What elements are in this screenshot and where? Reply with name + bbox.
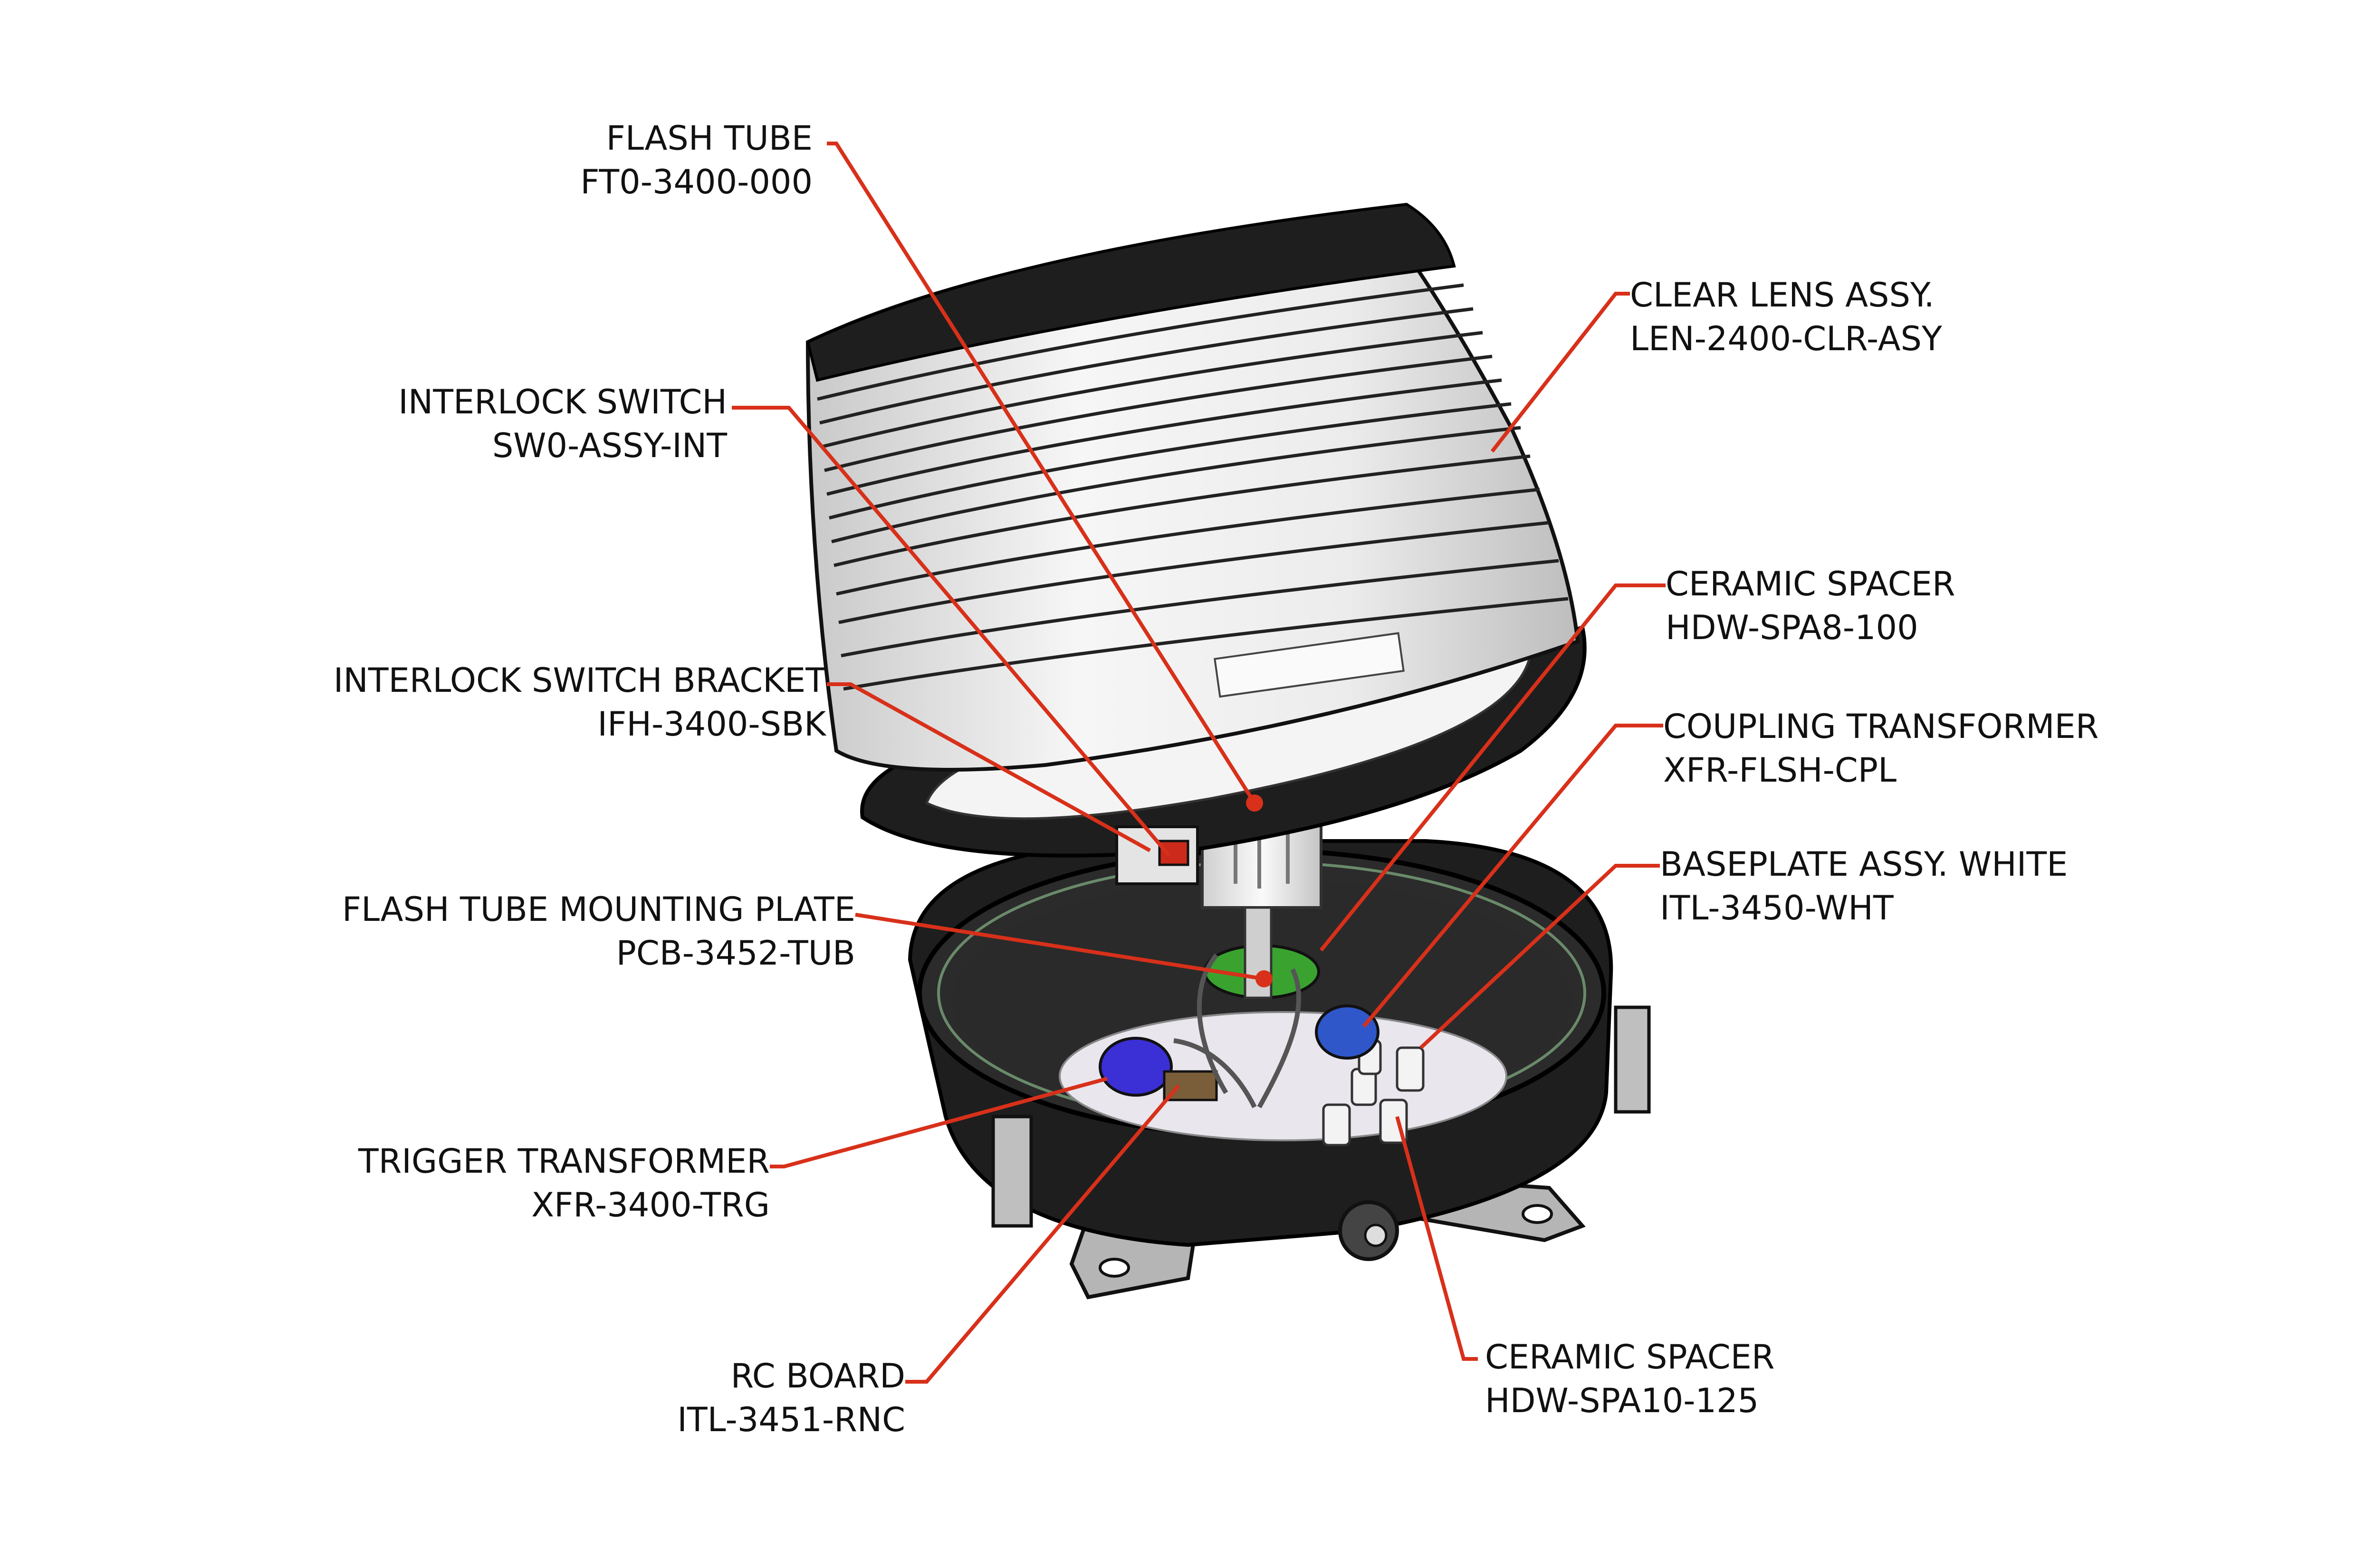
callout-part-number: XFR-FLSH-CPL — [1663, 751, 1897, 790]
callout-name: COUPLING TRANSFORMER — [1663, 707, 2099, 746]
leader-rc-board — [905, 1084, 1180, 1384]
callout-part-number: IFH-3400-SBK — [597, 705, 826, 744]
fresnel-ridge — [829, 402, 1512, 520]
base-assembly — [908, 839, 1651, 1300]
callout-part-number: LEN-2400-CLR-ASY — [1630, 319, 1942, 358]
leader-interlock-switch — [732, 406, 1171, 857]
callout-interlock-switch: INTERLOCK SWITCH SW0-ASSY-INT — [398, 380, 727, 468]
fresnel-ridge — [843, 597, 1569, 691]
callout-name: CERAMIC SPACER — [1485, 1338, 1775, 1377]
callout-part-number: HDW-SPA10-125 — [1485, 1381, 1759, 1420]
fresnel-ridge — [826, 378, 1502, 496]
callout-flash-tube: FLASH TUBE FT0-3400-000 — [580, 116, 813, 204]
fresnel-ridge — [841, 559, 1559, 658]
leader-ceramic-spacer-bottom — [1395, 1116, 1478, 1361]
callout-name: CERAMIC SPACER — [1666, 564, 1955, 603]
callout-trigger-transformer: TRIGGER TRANSFORMER XFR-3400-TRG — [358, 1139, 770, 1227]
callout-part-number: ITL-3451-RNC — [677, 1400, 905, 1439]
fresnel-ridge — [824, 354, 1493, 472]
callout-rc-board: RC BOARD ITL-3451-RNC — [677, 1354, 905, 1442]
leader-flash-tube — [827, 142, 1256, 804]
callout-part-number: ITL-3450-WHT — [1660, 889, 1894, 927]
callout-name: FLASH TUBE — [606, 119, 813, 158]
cable-gland-hole — [1364, 1224, 1388, 1247]
callout-name: BASEPLATE ASSY. WHITE — [1660, 845, 2068, 884]
rc-board — [1163, 1070, 1218, 1101]
ceramic-spacer — [1322, 1103, 1351, 1147]
callout-flash-tube-mounting-plate: FLASH TUBE MOUNTING PLATE PCB-3452-TUB — [342, 888, 855, 975]
callout-part-number: HDW-SPA8-100 — [1666, 608, 1918, 647]
latch-left — [991, 1115, 1033, 1228]
leader-mounting-plate — [855, 913, 1265, 981]
trigger-transformer — [1099, 1037, 1173, 1097]
fresnel-ridge — [817, 283, 1464, 401]
callout-name: FLASH TUBE MOUNTING PLATE — [342, 890, 855, 929]
leader-ceramic-spacer-top — [1319, 583, 1666, 952]
warning-label — [1214, 632, 1405, 698]
callout-baseplate-assy: BASEPLATE ASSY. WHITE ITL-3450-WHT — [1660, 842, 2068, 930]
leader-baseplate — [1419, 864, 1660, 1049]
callout-ceramic-spacer-top: CERAMIC SPACER HDW-SPA8-100 — [1666, 562, 1955, 650]
callout-part-number: FT0-3400-000 — [580, 163, 813, 201]
ceramic-spacer — [1396, 1046, 1425, 1092]
leader-dot — [1246, 794, 1263, 812]
lens-top-ring — [806, 202, 1456, 382]
callout-interlock-switch-bracket: INTERLOCK SWITCH BRACKET IFH-3400-SBK — [334, 659, 826, 746]
callout-clear-lens-assy: CLEAR LENS ASSY. LEN-2400-CLR-ASY — [1630, 273, 1942, 361]
foot-hole-left — [1099, 1258, 1130, 1278]
lens-fresnel-ridges — [817, 283, 1569, 691]
fresnel-ridge — [822, 331, 1483, 449]
fresnel-ridge — [838, 521, 1550, 624]
leader-dot — [1255, 970, 1273, 987]
leader-coupling-transformer — [1362, 724, 1663, 1028]
callout-name: RC BOARD — [730, 1357, 905, 1396]
clear-lens-assembly — [805, 202, 1587, 885]
fresnel-ridge — [819, 307, 1474, 425]
fresnel-ridge — [836, 488, 1540, 596]
leader-trigger-transformer — [770, 1077, 1108, 1168]
leader-dots — [1246, 794, 1273, 987]
fresnel-ridge — [831, 426, 1521, 544]
ceramic-spacers — [1322, 1039, 1425, 1147]
callout-name: INTERLOCK SWITCH BRACKET — [333, 661, 826, 700]
foot-hole-right — [1522, 1204, 1553, 1224]
coupling-transformer — [1315, 1004, 1380, 1060]
callout-part-number: PCB-3452-TUB — [616, 934, 855, 973]
callout-name: TRIGGER TRANSFORMER — [358, 1142, 770, 1181]
callout-part-number: SW0-ASSY-INT — [492, 426, 727, 465]
callout-name: CLEAR LENS ASSY. — [1630, 276, 1935, 315]
callout-coupling-transformer: COUPLING TRANSFORMER XFR-FLSH-CPL — [1663, 705, 2098, 792]
callout-part-number: XFR-3400-TRG — [531, 1186, 770, 1224]
callout-name: INTERLOCK SWITCH — [398, 382, 727, 421]
interlock-switch — [1158, 840, 1189, 866]
leader-clear-lens — [1490, 292, 1630, 453]
latch-right — [1614, 1005, 1651, 1114]
callout-ceramic-spacer-bottom: CERAMIC SPACER HDW-SPA10-125 — [1485, 1335, 1775, 1423]
fresnel-ridge — [834, 454, 1531, 567]
leader-lines — [732, 142, 1666, 1384]
leader-interlock-bracket — [827, 682, 1151, 852]
